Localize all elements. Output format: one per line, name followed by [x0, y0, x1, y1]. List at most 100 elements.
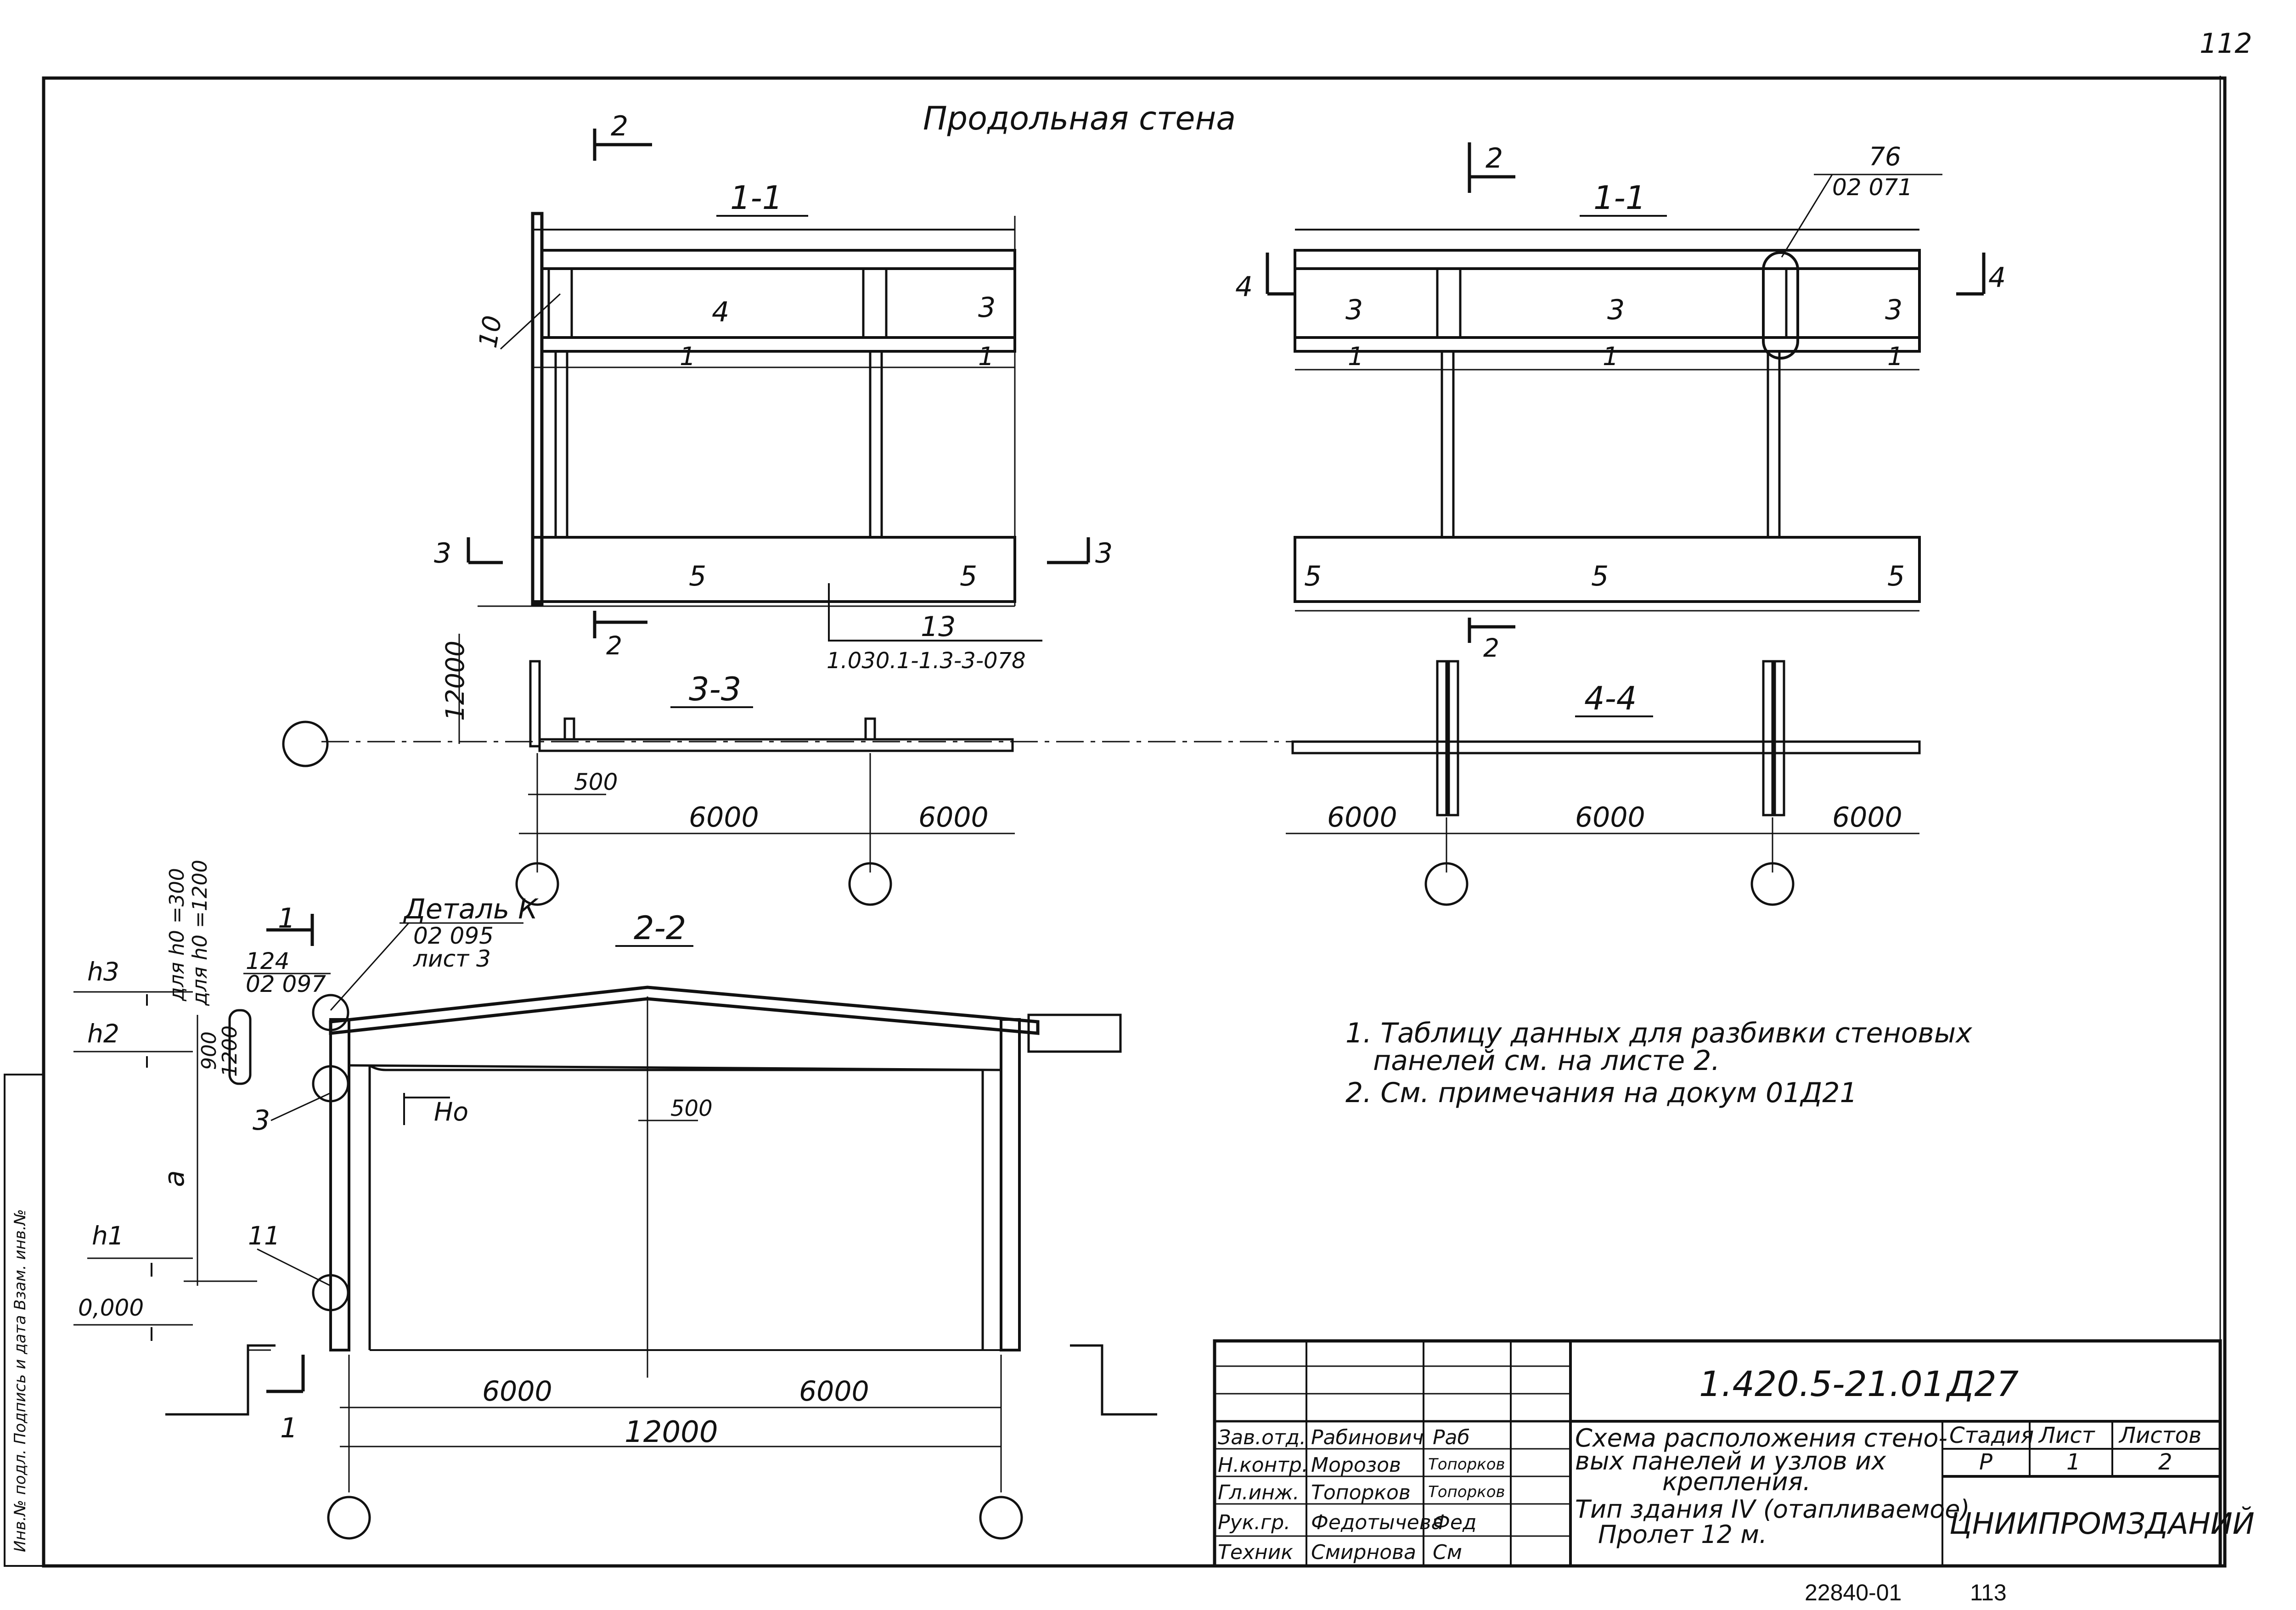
- cut-mark-1-bottom: [266, 1355, 305, 1393]
- name-4: Федотычева: [1311, 1511, 1444, 1534]
- detail-k-ref-1: 02 095: [413, 923, 494, 949]
- node-10-leader: [500, 293, 561, 350]
- sign-4: Фед: [1433, 1511, 1476, 1534]
- panel-1-left-b: 1: [978, 342, 994, 371]
- label-a: a: [158, 1170, 191, 1187]
- description-line-4: Тип здания IV (отапливаемое): [1575, 1495, 1970, 1524]
- header-stage: Стадия: [1949, 1423, 2034, 1448]
- header-sheet: Лист: [2038, 1423, 2096, 1448]
- cut-mark-2-top-right: [1468, 142, 1515, 193]
- header-sheets: Листов: [2118, 1423, 2201, 1448]
- node-76-ref: 02 071: [1832, 174, 1913, 201]
- note-1-line-1: 1. Таблицу данных для разбивки стеновых: [1345, 1017, 1972, 1049]
- signature-rows: Зав.отд. Рабинович Раб Н.контр. Морозов …: [1218, 1426, 1505, 1564]
- role-4: Рук.гр.: [1218, 1511, 1290, 1534]
- organization: ЦНИИПРОМЗДАНИЙ: [1949, 1506, 2255, 1541]
- dim-6000-plan-a: 6000: [689, 801, 759, 833]
- node-13-leader: [828, 583, 1042, 642]
- ho-marker: [403, 1093, 450, 1125]
- cut-label-4-left: 4: [1235, 271, 1253, 303]
- cut-label-3-right: 3: [1095, 537, 1113, 569]
- level-arrows: [146, 994, 152, 1341]
- panel-1-right-b: 1: [1603, 342, 1619, 371]
- cut-label-2-top-right: 2: [1486, 142, 1503, 175]
- section-1-1-right: 1-1: [1593, 179, 1646, 217]
- description-line-2: вых панелей и узлов их: [1575, 1447, 1886, 1475]
- node-3-label: 3: [253, 1104, 270, 1137]
- dim-12000-vertical: 12000: [440, 641, 470, 721]
- label-h2: h2: [87, 1019, 119, 1048]
- name-3: Топорков: [1311, 1481, 1411, 1504]
- value-900: 900: [197, 1031, 221, 1070]
- name-5: Смирнова: [1311, 1541, 1416, 1564]
- axis-bubble-plan-left: [282, 721, 329, 767]
- node-124-label: 124: [246, 948, 289, 974]
- axis-bubble-4: [1750, 862, 1795, 906]
- cut-mark-2-bottom-right: [1468, 618, 1515, 643]
- dim-6000-plan-e: 6000: [1832, 801, 1902, 833]
- sign-3: Топорков: [1428, 1483, 1505, 1501]
- dim-6000-plan-b: 6000: [918, 801, 989, 833]
- name-2: Морозов: [1311, 1453, 1401, 1477]
- cut-label-2-top: 2: [611, 110, 628, 142]
- cut-mark-4-left: [1266, 253, 1295, 296]
- panel-1-right-c: 1: [1887, 342, 1903, 371]
- value-sheets: 2: [2158, 1449, 2172, 1475]
- panel-3-right-c: 3: [1885, 294, 1902, 326]
- cut-label-2-bottom-right: 2: [1483, 633, 1499, 663]
- value-stage: Р: [1979, 1449, 1992, 1475]
- note-1-line-2: панелей см. на листе 2.: [1373, 1045, 1720, 1077]
- description-line-1: Схема расположения стено-: [1575, 1424, 1947, 1452]
- axis-bubble-1: [515, 862, 559, 906]
- label-h3: h3: [87, 957, 119, 986]
- cut-mark-3-left: [467, 537, 503, 564]
- role-5: Техник: [1218, 1541, 1293, 1564]
- archive-code: 22840-01: [1805, 1580, 1902, 1605]
- section-4-4: 4-4: [1584, 680, 1637, 717]
- label-zero: 0,000: [78, 1295, 144, 1321]
- panel-5-right-a: 5: [1304, 560, 1322, 592]
- panel-5-right-c: 5: [1887, 560, 1905, 592]
- node-13-ref: 1.030.1-1.3-3-078: [827, 648, 1026, 674]
- node-124-ref: 02 097: [246, 971, 326, 997]
- level-lines: [73, 991, 193, 1326]
- title-block: [1213, 1339, 2222, 1568]
- note-2: 2. См. примечания на докум 01Д21: [1345, 1077, 1857, 1109]
- node-circle-124: [312, 994, 349, 1031]
- node-circle-3: [312, 1065, 349, 1103]
- cut-mark-2-top: [593, 129, 652, 161]
- section-1-1-left: 1-1: [730, 179, 782, 217]
- node-76-leader: [1781, 174, 1942, 258]
- cut-mark-1-top: [266, 914, 314, 946]
- section-2-2: 2-2: [634, 909, 686, 947]
- panel-5-right-b: 5: [1591, 560, 1609, 592]
- dim-6000-plan-d: 6000: [1575, 801, 1645, 833]
- sign-5: См: [1433, 1541, 1462, 1564]
- detail-k-leader: [330, 922, 523, 1011]
- dim-6000-section-b: 6000: [799, 1375, 869, 1407]
- dim-500-plan: 500: [574, 769, 618, 795]
- for-h0-300: для h0 =300: [165, 868, 189, 1002]
- panel-3-right-b: 3: [1607, 294, 1625, 326]
- top-title: Продольная стена: [923, 100, 1236, 137]
- value-sheet: 1: [2066, 1449, 2081, 1475]
- value-1200: 1200: [218, 1025, 242, 1077]
- side-stamp: Инв.№ подл. Подпись и дата Взам. инв.№: [11, 1209, 29, 1552]
- node-13-label: 13: [921, 611, 956, 643]
- panel-3-left: 3: [978, 292, 996, 324]
- cross-section: [165, 985, 1157, 1416]
- cut-mark-4-right: [1956, 253, 1986, 296]
- axis-bubble-section-b: [979, 1496, 1023, 1540]
- doc-suffix: Д27: [1946, 1363, 2019, 1404]
- node-oval-124: [228, 1009, 252, 1085]
- dim-6000-section-a: 6000: [482, 1375, 552, 1407]
- axis-bubble-3: [1424, 862, 1469, 906]
- panel-5-left-a: 5: [689, 560, 706, 592]
- sign-1: Раб: [1433, 1426, 1470, 1449]
- axis-bubble-2: [848, 862, 892, 906]
- dim-12000-section: 12000: [625, 1415, 718, 1449]
- detail-k-label: Деталь К: [403, 893, 539, 925]
- sheet-frame: [42, 76, 2227, 1568]
- panel-1-right-a: 1: [1348, 342, 1364, 371]
